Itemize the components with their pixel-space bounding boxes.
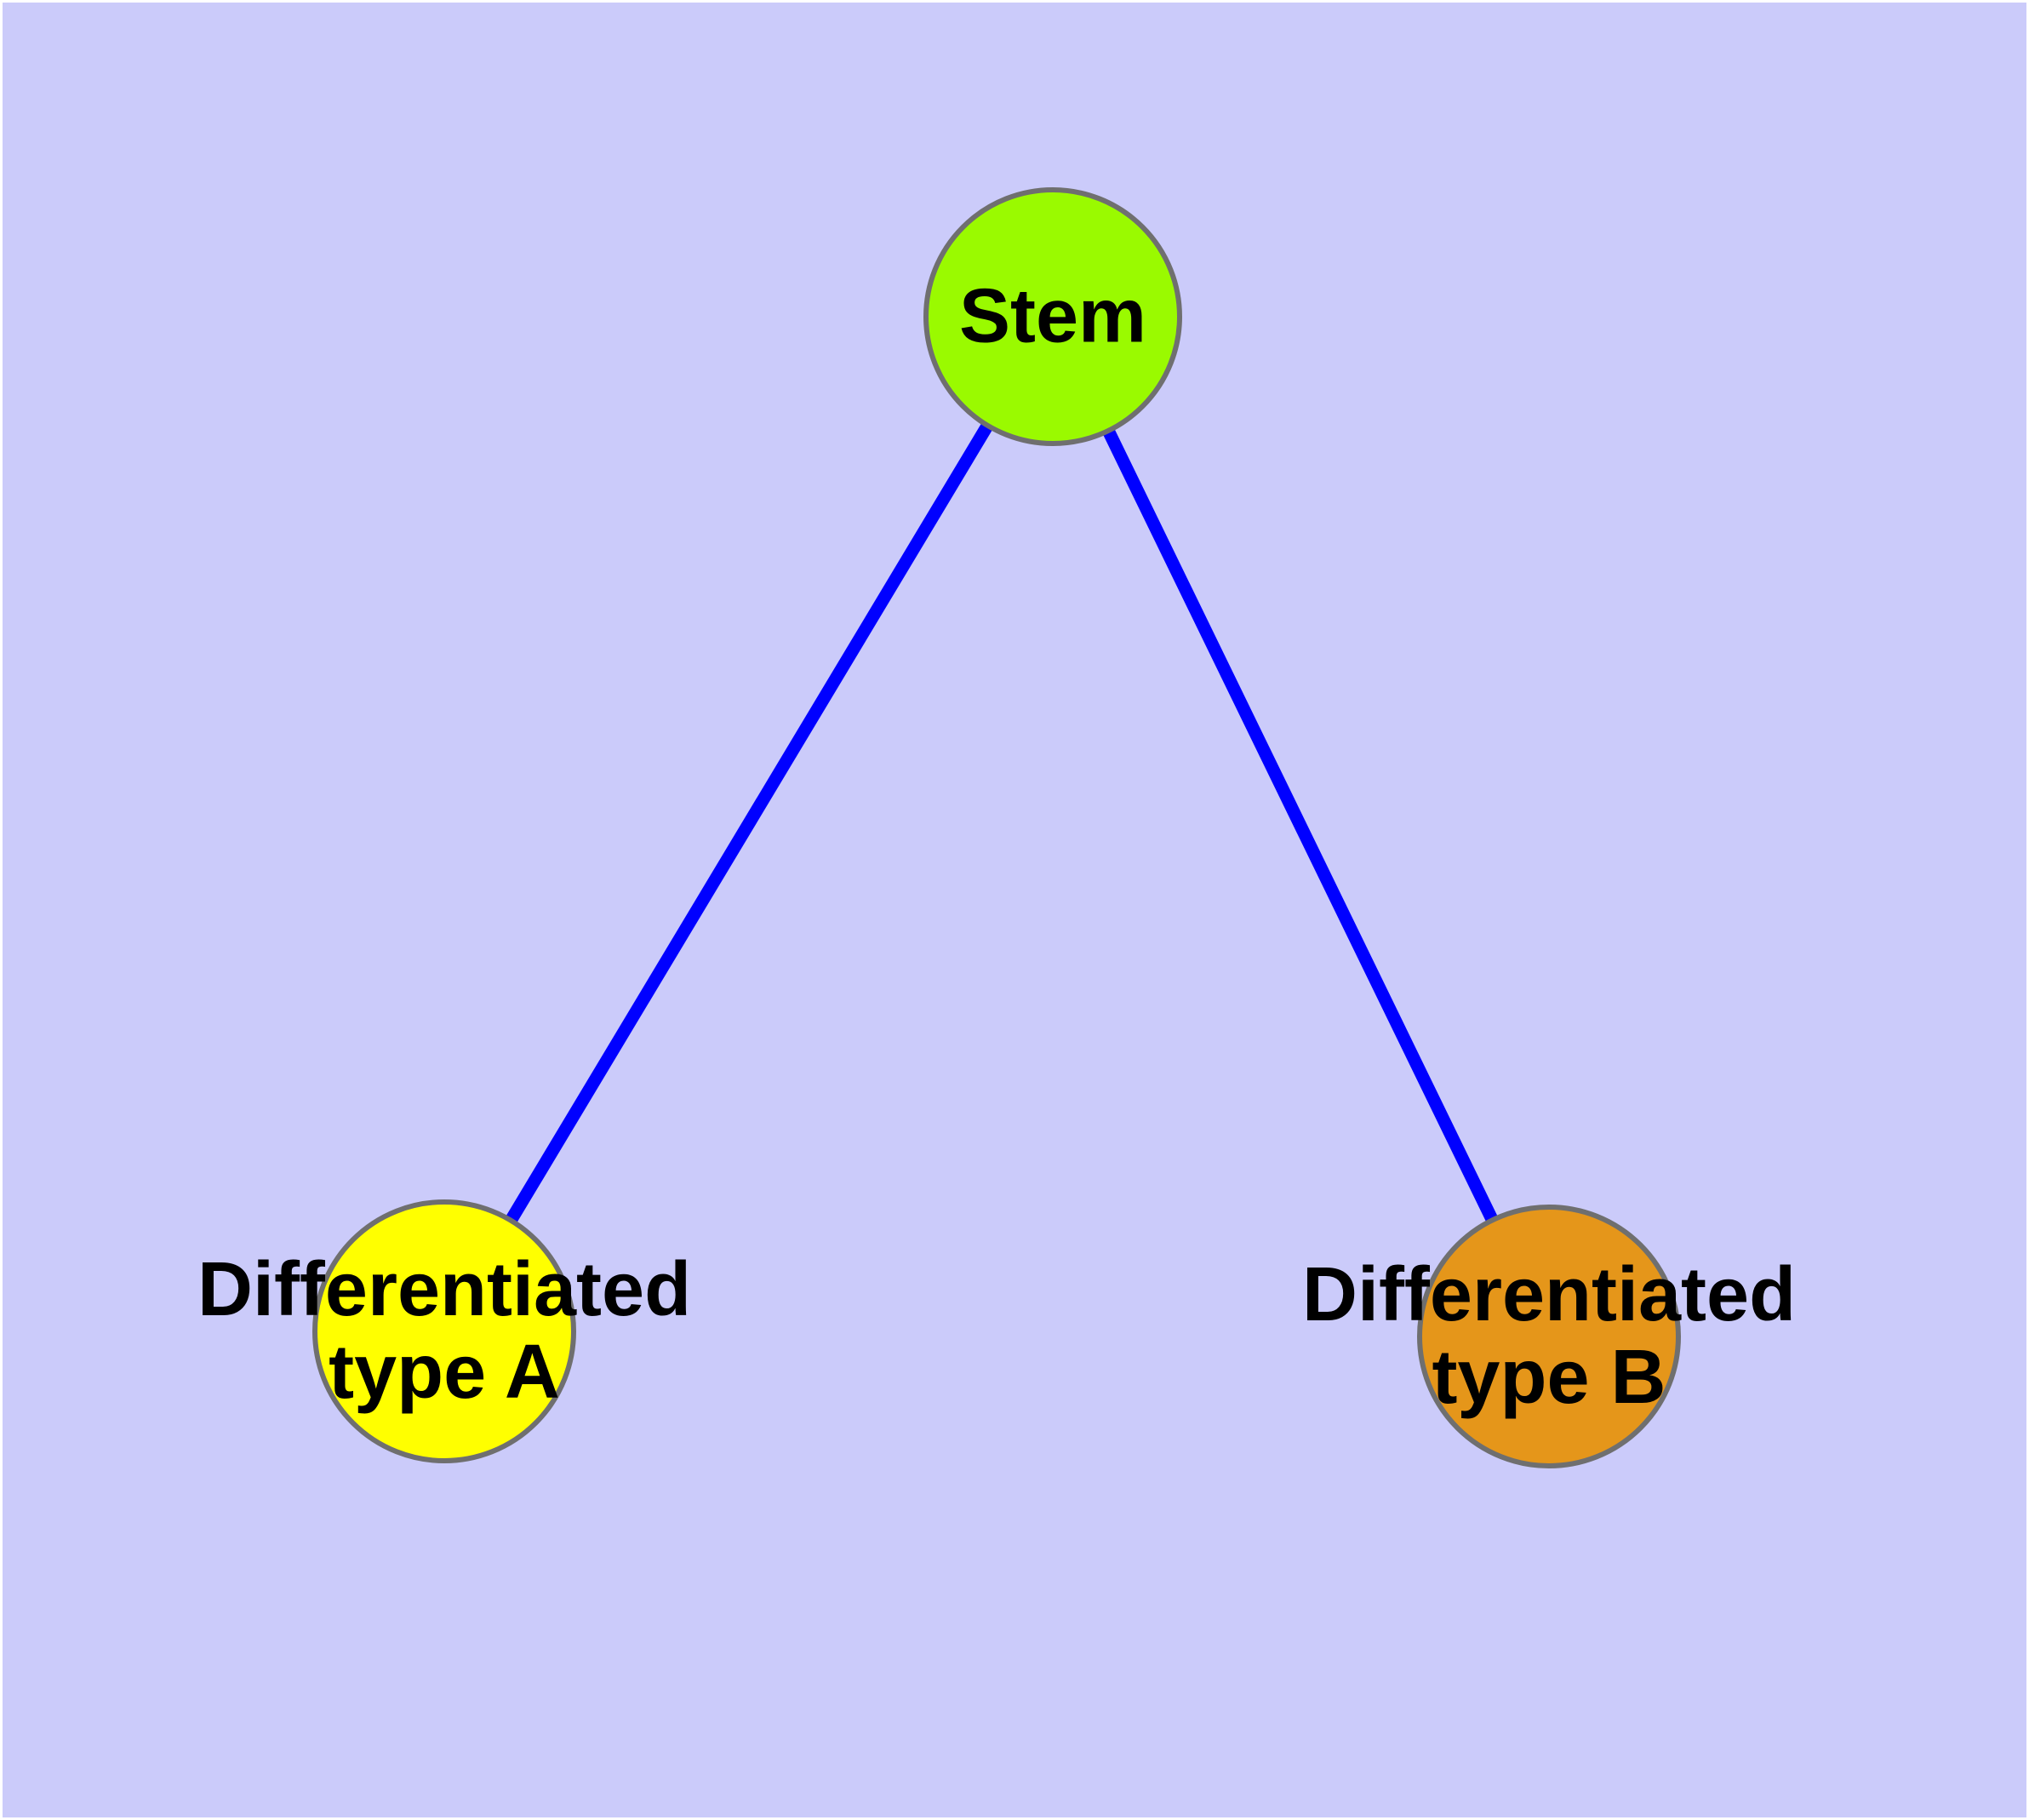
- node-type-b-circle: [1417, 1205, 1681, 1468]
- node-stem-circle: [923, 187, 1182, 446]
- edge-stem-to-type-b: [1047, 313, 1555, 1340]
- edge-stem-to-type-a: [438, 313, 1059, 1335]
- node-type-a-circle: [312, 1199, 576, 1463]
